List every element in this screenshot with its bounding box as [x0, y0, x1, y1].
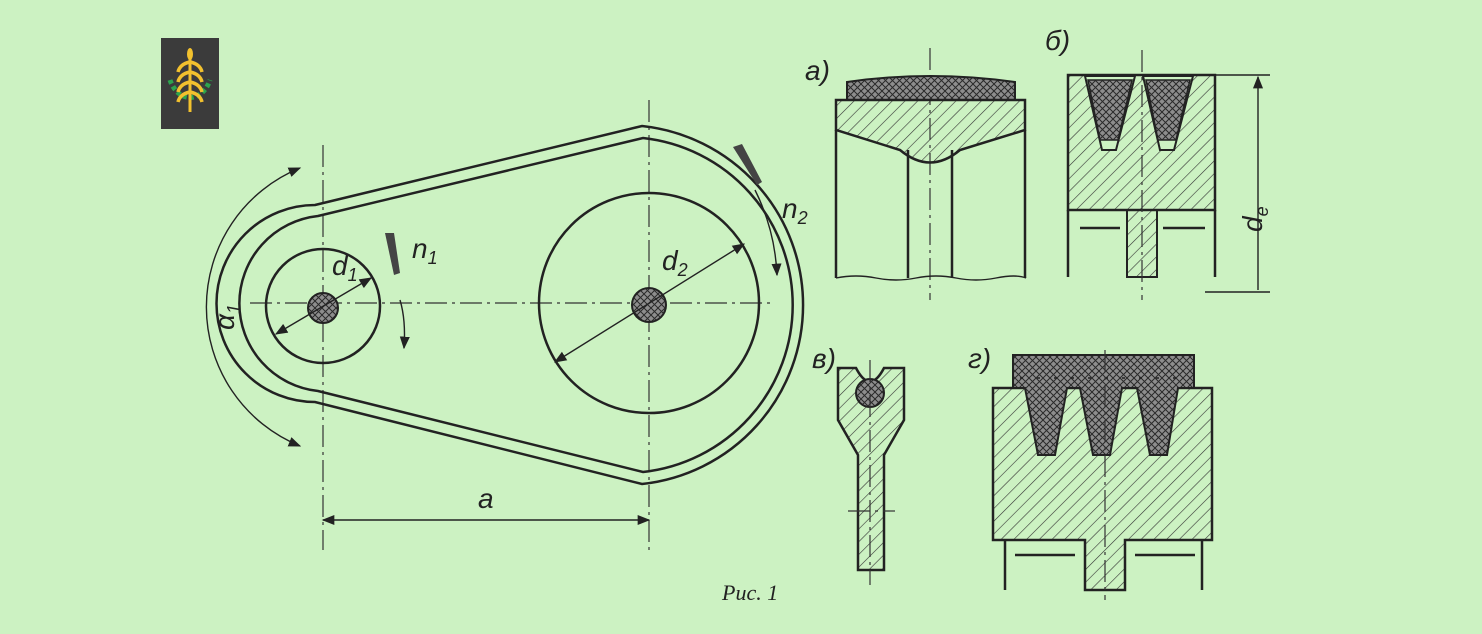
- round-pulley-section: [836, 366, 906, 572]
- d1-label: d1: [332, 250, 358, 285]
- n1-arrow-head: [385, 233, 400, 275]
- n2-arrow: [754, 189, 782, 277]
- belt-drive: α1 d1 d2 n1 n2 a: [205, 100, 808, 550]
- panel-a-label: а): [805, 55, 830, 86]
- v-belt-2: [1145, 79, 1191, 141]
- small-shaft: [307, 292, 339, 324]
- d2-label: d2: [662, 245, 688, 280]
- wheat-ear-gear-icon: [167, 48, 213, 112]
- panel-g: г): [968, 343, 1214, 600]
- panel-b: б) de: [1045, 25, 1272, 300]
- belt: [215, 124, 805, 486]
- large-pulley: [537, 191, 761, 415]
- panel-g-label: г): [968, 343, 991, 374]
- polyv-belt: [1012, 354, 1195, 456]
- panel-v: в): [812, 343, 906, 585]
- n2-label: n2: [782, 193, 808, 228]
- n2-arrow-head: [733, 144, 762, 185]
- de-label: de: [1237, 206, 1272, 232]
- v-belt-1: [1087, 79, 1133, 141]
- flat-pulley-body: [834, 130, 1027, 278]
- belt-inner: [238, 136, 794, 474]
- flat-belt-section: [846, 75, 1016, 101]
- panel-b-label: б): [1045, 25, 1070, 56]
- panel-a: а): [805, 48, 1027, 300]
- polyv-pulley-body: [1003, 540, 1204, 590]
- alpha1-label: α1: [209, 304, 244, 330]
- logo: [161, 38, 219, 129]
- panel-a-break: [835, 275, 1027, 281]
- a-label: a: [478, 483, 494, 514]
- v-pulley-body: [1066, 210, 1217, 277]
- alpha1-arc: [205, 167, 302, 447]
- n1-label: n1: [412, 233, 438, 268]
- flat-rim-section: [834, 98, 1027, 164]
- figure-caption: Рис. 1: [721, 580, 778, 605]
- small-pulley: [264, 247, 382, 365]
- d2-dimension: [553, 243, 746, 363]
- panel-v-label: в): [812, 343, 836, 374]
- n1-arrow: [399, 299, 410, 350]
- large-shaft: [631, 287, 667, 323]
